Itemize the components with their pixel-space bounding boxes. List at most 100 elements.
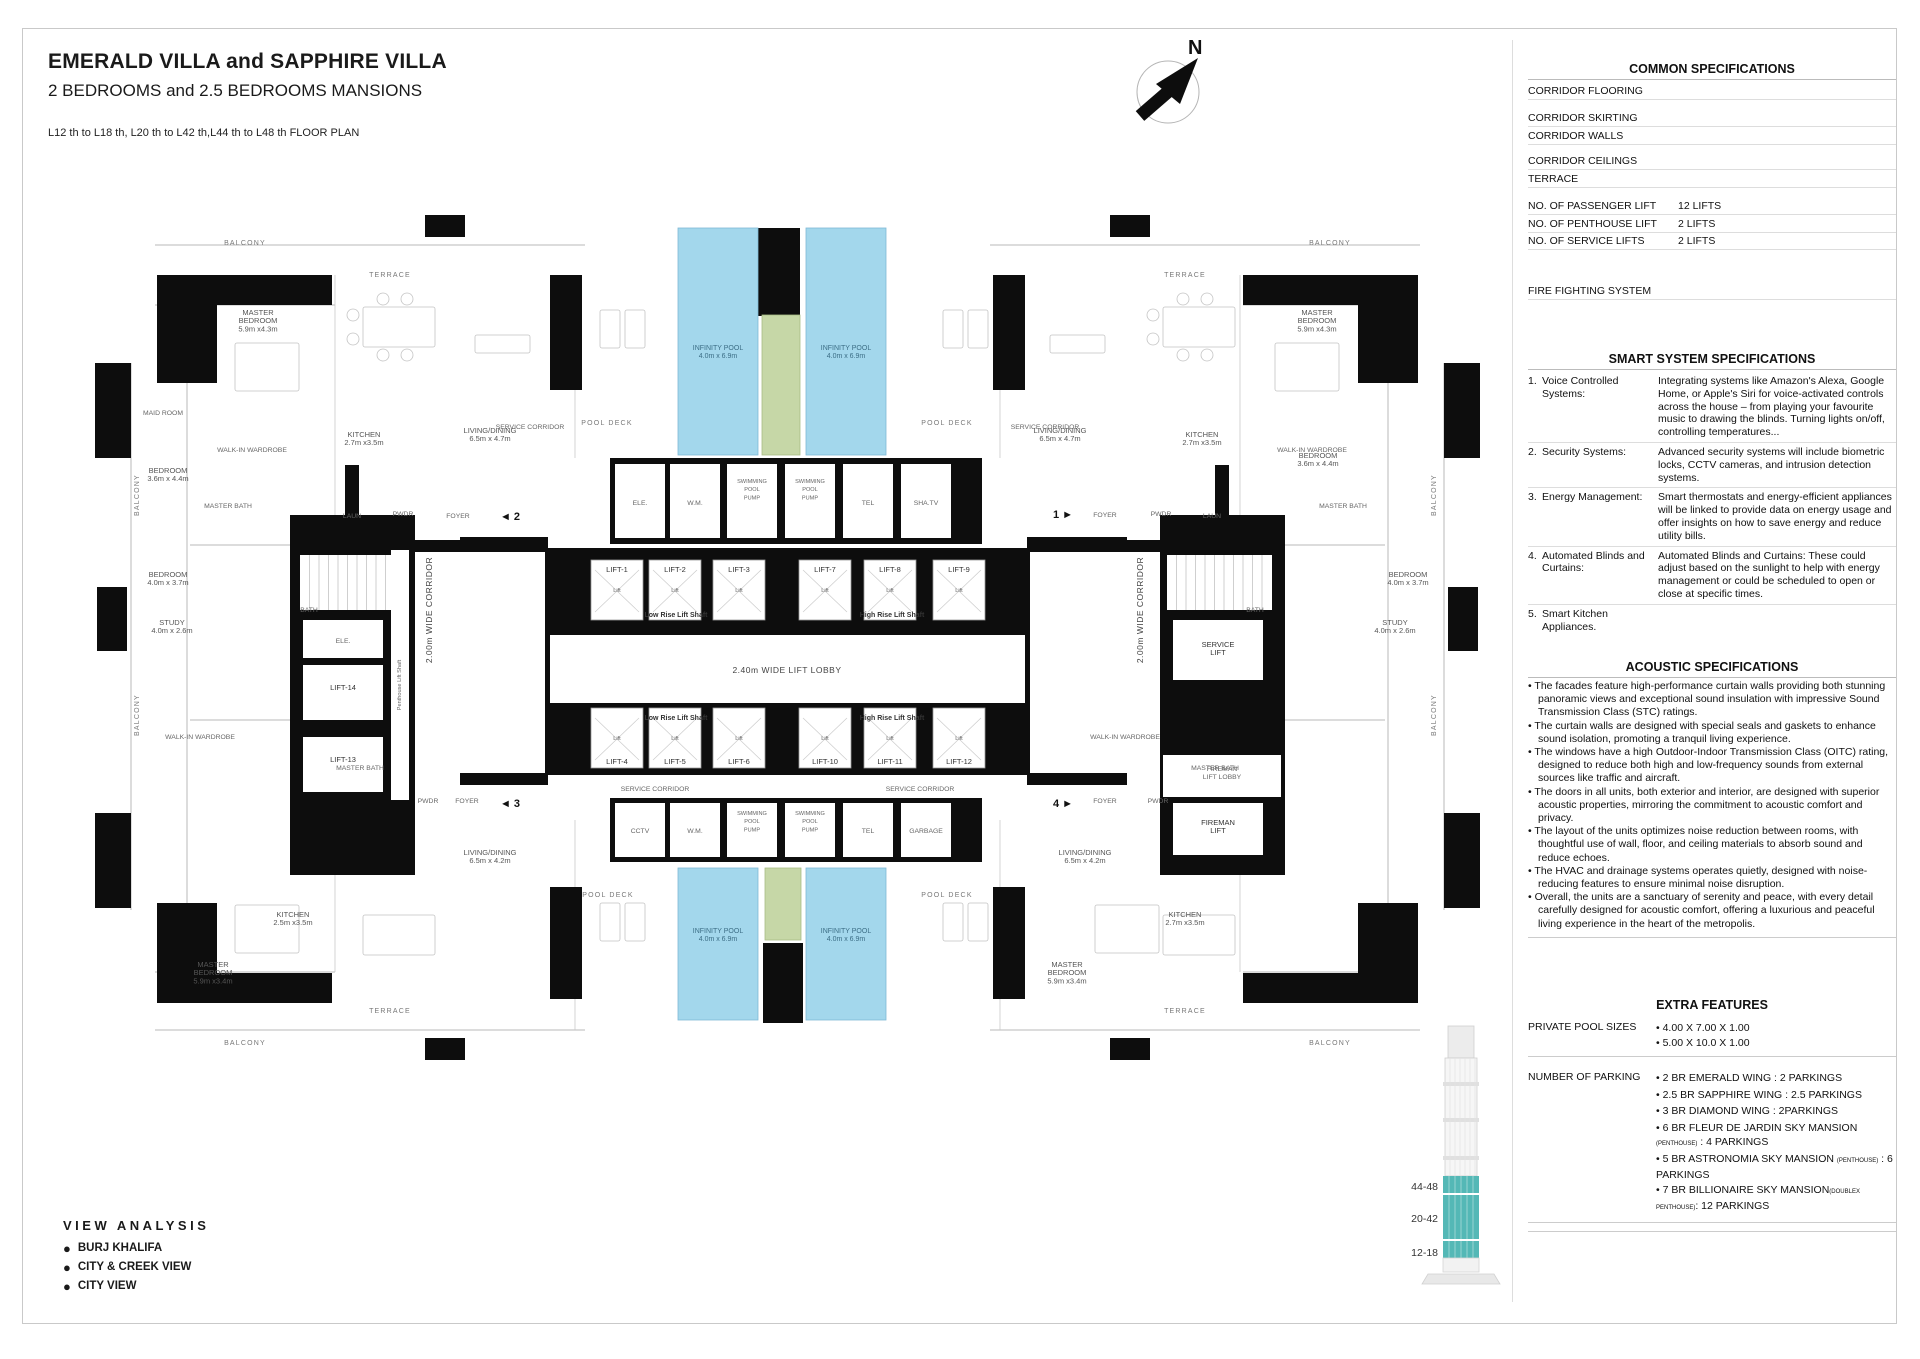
lift-name-label: LIFT-9 [948, 565, 970, 574]
lift-x [802, 569, 848, 613]
legend-dot-icon: ● [63, 1279, 71, 1294]
spec-label: NO. OF PASSENGER LIFT [1528, 200, 1657, 212]
wall-block [460, 773, 548, 785]
lift-x [936, 717, 982, 761]
lift-x [867, 717, 913, 761]
plan-label: BATH [1246, 607, 1264, 614]
lift-13-box [303, 737, 383, 792]
smart-item-label: Energy Management: [1542, 491, 1643, 504]
acoustic-specs-rows: The facades feature high-performance cur… [1528, 680, 1896, 938]
wall-block [1444, 813, 1480, 908]
parking-item: 2.5 BR SAPPHIRE WING : 2.5 PARKINGS [1656, 1088, 1896, 1105]
parking-item: 2 BR EMERALD WING : 2 PARKINGS [1656, 1071, 1896, 1088]
lift-cab [798, 707, 852, 769]
plan-label: LIFT-13 [330, 755, 356, 764]
lift-x [594, 717, 640, 761]
plan-label: SERVICE CORRIDOR [1011, 424, 1080, 431]
pool-size-item: 5.00 X 10.0 X 1.00 [1656, 1036, 1896, 1051]
furniture [362, 306, 436, 348]
plan-label: CCTV [631, 828, 650, 835]
plan-label: LAUN [343, 513, 361, 520]
plan-label: TERRACE [1164, 272, 1206, 279]
private-pool-sizes-items: 4.00 X 7.00 X 1.005.00 X 10.0 X 1.00 [1656, 1021, 1896, 1050]
plan-label: Low Rise Lift Shaft [645, 612, 709, 619]
wall-block [1215, 465, 1229, 527]
number-of-parking-row: NUMBER OF PARKING 2 BR EMERALD WING : 2 … [1528, 1067, 1896, 1223]
plan-label: POOL DECK [921, 420, 972, 427]
plan-label: MASTER BATH [204, 503, 252, 510]
furniture [599, 902, 621, 942]
smart-spec-item: 5.Smart Kitchen Appliances. [1528, 603, 1896, 637]
sheet-border [22, 28, 1897, 1324]
acoustic-bullet: The doors in all units, both exterior an… [1528, 786, 1896, 826]
lift-cab-label: Lift [613, 736, 621, 742]
service-room [843, 803, 893, 857]
plan-label: WALK-IN WARDROBE [1277, 447, 1347, 454]
view-analysis-item: ●BURJ KHALIFA [63, 1239, 209, 1258]
pool-size-item: 4.00 X 7.00 X 1.00 [1656, 1021, 1896, 1036]
smart-spec-item: 2.Security Systems:Advanced security sys… [1528, 441, 1896, 487]
wall-block [1027, 773, 1127, 785]
spec-value: 12 LIFTS [1678, 200, 1722, 212]
plan-label: BALCONY [1431, 694, 1438, 736]
plan-label: FOYER [1093, 798, 1117, 805]
smart-item-description: Smart thermostats and energy-efficient a… [1658, 491, 1892, 542]
private-pool-sizes-row: PRIVATE POOL SIZES 4.00 X 7.00 X 1.005.0… [1528, 1017, 1896, 1057]
tower-band [1443, 1118, 1479, 1122]
panel-divider [1512, 40, 1513, 1302]
parking-item: 3 BR DIAMOND WING : 2PARKINGS [1656, 1104, 1896, 1121]
wall-block [550, 887, 582, 999]
spec-row: CORRIDOR FLOORING [1528, 82, 1896, 100]
spec-label: CORRIDOR WALLS [1528, 129, 1624, 142]
smart-item-label: Smart Kitchen Appliances. [1542, 607, 1608, 633]
planter [761, 314, 801, 456]
fireman-lobby [1163, 755, 1281, 797]
plan-label: LIFT-14 [330, 683, 356, 692]
service-room [785, 464, 835, 538]
spec-label: NO. OF PENTHOUSE LIFT [1528, 217, 1657, 230]
furniture-chair [400, 348, 414, 362]
lift-cab [590, 707, 644, 769]
spec-value: 2 LIFTS [1678, 217, 1716, 230]
lift-cab [590, 559, 644, 621]
furniture-chair [1176, 348, 1190, 362]
lift-cab [712, 559, 766, 621]
furniture [1049, 334, 1106, 354]
plan-label: ELE. [633, 500, 648, 507]
acoustic-bullet: The facades feature high-performance cur… [1528, 680, 1896, 720]
plan-label: MASTER BATH [1319, 503, 1367, 510]
lift-x [867, 569, 913, 613]
acoustic-bullet: The HVAC and drainage systems operates q… [1528, 865, 1896, 891]
infinity-pool [805, 227, 887, 456]
wall-block [345, 465, 359, 527]
stair-right [1167, 555, 1272, 610]
lift-cab [648, 559, 702, 621]
plan-label: MASTER BATH [1191, 765, 1239, 772]
parking-item: 6 BR FLEUR DE JARDIN SKY MANSION (PENTHO… [1656, 1121, 1896, 1152]
planter [764, 867, 802, 941]
plan-label: W.M. [687, 828, 703, 835]
lift-cab-label: Lift [955, 736, 963, 742]
extra-features-title: EXTRA FEATURES [1656, 998, 1768, 1012]
plan-label: POOL DECK [581, 420, 632, 427]
plan-label: SERVICE CORRIDOR [621, 786, 690, 793]
plan-label: 2.00m WIDE CORRIDOR [424, 557, 434, 663]
smart-item-description: Advanced security systems will include b… [1658, 445, 1885, 484]
spec-row: TERRACE [1528, 170, 1896, 188]
lift-name-label: LIFT-7 [814, 565, 836, 574]
lift-cab-label: Lift [671, 736, 679, 742]
smart-item-label: Automated Blinds and Curtains: [1542, 549, 1645, 575]
tower-podium [1421, 1273, 1501, 1285]
plan-label: TERRACE [369, 1008, 411, 1015]
